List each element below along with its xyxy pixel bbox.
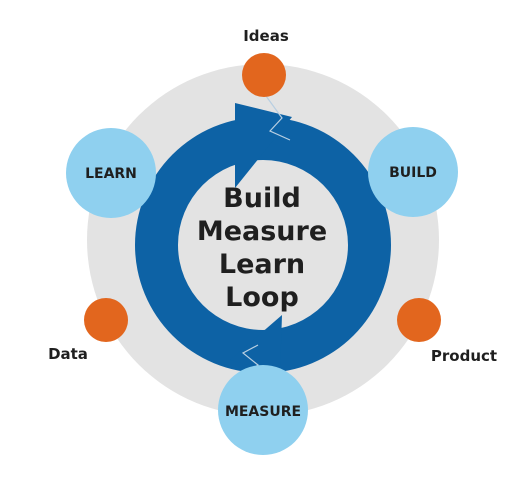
stage-build-circle bbox=[368, 127, 458, 217]
center-title-line3: Learn bbox=[219, 249, 305, 280]
loop-arrow-ring bbox=[135, 117, 391, 373]
stage-measure: MEASURE bbox=[218, 365, 308, 455]
stage-learn-label: LEARN bbox=[85, 166, 137, 182]
artifact-ideas: Ideas bbox=[242, 27, 289, 97]
artifact-product: Product bbox=[397, 298, 497, 365]
stage-build-label: BUILD bbox=[389, 165, 437, 181]
artifact-ideas-dot bbox=[242, 53, 286, 97]
stage-learn: LEARN bbox=[66, 128, 156, 218]
loop-arrow-head-bottom bbox=[230, 315, 282, 373]
artifact-data-label: Data bbox=[48, 345, 88, 363]
stage-learn-circle bbox=[66, 128, 156, 218]
artifact-data-dot bbox=[84, 298, 128, 342]
stage-measure-circle bbox=[218, 365, 308, 455]
center-title-line1: Build bbox=[223, 183, 301, 214]
loop-arrow-seam-top bbox=[265, 95, 291, 141]
center-title: Build Measure Learn Loop bbox=[197, 183, 327, 313]
artifact-product-dot bbox=[397, 298, 441, 342]
center-title-line2: Measure bbox=[197, 216, 327, 247]
artifact-data: Data bbox=[48, 298, 128, 363]
center-title-line4: Loop bbox=[225, 282, 299, 313]
stage-measure-label: MEASURE bbox=[225, 404, 301, 420]
artifact-product-label: Product bbox=[431, 347, 497, 365]
stage-build: BUILD bbox=[368, 127, 458, 217]
loop-arrow bbox=[135, 95, 391, 379]
loop-arrow-head-top bbox=[235, 103, 292, 188]
artifact-ideas-label: Ideas bbox=[243, 27, 289, 45]
